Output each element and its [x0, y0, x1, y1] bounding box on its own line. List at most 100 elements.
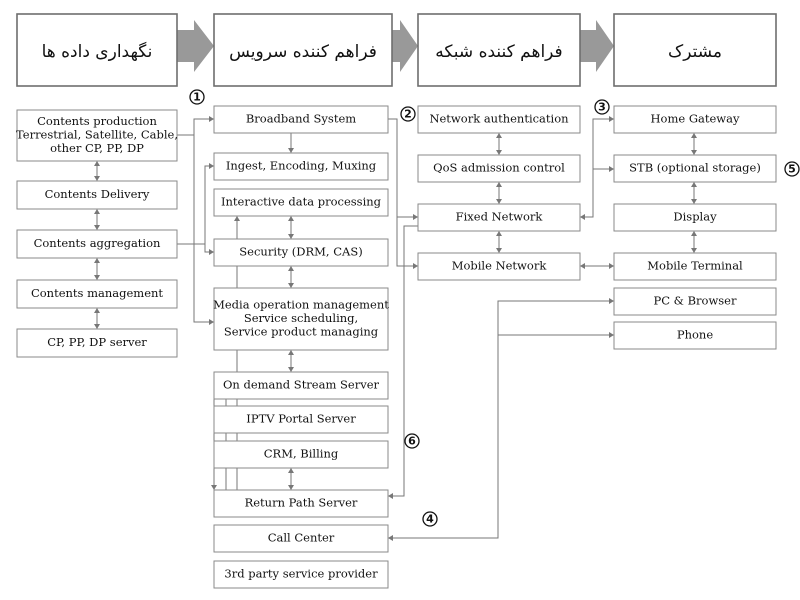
box-label: Ingest, Encoding, Muxing: [226, 159, 377, 173]
box-frame: [417, 105, 581, 134]
box-label: Call Center: [268, 531, 335, 545]
arrowhead: [496, 133, 502, 138]
box-ingest-encoding-muxing: Ingest, Encoding, Muxing: [213, 152, 389, 181]
marker-4: 4: [422, 511, 438, 527]
arrowhead: [209, 319, 214, 325]
box-frame: [613, 287, 777, 316]
box-label: Contents Delivery: [45, 187, 150, 201]
header-label: فراهم کننده شبکه: [435, 42, 562, 62]
box-broadband-system: Broadband System: [213, 105, 389, 134]
box-frame: [213, 440, 389, 469]
header-3: فراهم کننده شبکه: [417, 13, 581, 87]
arrowhead: [580, 263, 585, 269]
arrowhead: [288, 266, 294, 271]
box-cp-pp-dp-server: CP, PP, DP server: [16, 328, 178, 358]
box-display: Display: [613, 203, 777, 232]
arrowhead: [413, 263, 418, 269]
box-frame: [213, 188, 389, 217]
arrowhead: [94, 209, 100, 214]
marker-circle: [784, 161, 800, 177]
box-label: Media operation management: [213, 298, 389, 312]
box-label: Service product managing: [224, 325, 379, 339]
box-frame: [213, 405, 389, 434]
arrowhead: [388, 535, 393, 541]
arrowhead: [234, 216, 240, 221]
box-label: Interactive data processing: [221, 195, 382, 209]
box-label: Contents management: [31, 286, 163, 300]
box-frame: [613, 252, 777, 281]
box-mobile-terminal: Mobile Terminal: [613, 252, 777, 281]
box-label: Security (DRM, CAS): [239, 245, 362, 259]
box-frame: [213, 524, 389, 553]
header-4: مشترک: [613, 13, 777, 87]
marker-number: 4: [426, 513, 434, 526]
marker-number: 6: [408, 435, 416, 448]
box-frame: [213, 371, 389, 400]
box-label: Mobile Network: [452, 259, 548, 273]
arrowhead: [288, 283, 294, 288]
box-label: QoS admission control: [433, 161, 565, 175]
header-box: [16, 13, 178, 87]
conn-bus-ingest: [194, 165, 214, 245]
box-frame: [613, 154, 777, 183]
marker-5: 5: [784, 161, 800, 177]
arrowhead: [496, 150, 502, 155]
header-box: [417, 13, 581, 87]
box-crm-billing: CRM, Billing: [213, 440, 389, 469]
box-frame: [213, 560, 389, 589]
arrowhead: [288, 468, 294, 473]
flow-arrow-3: [579, 20, 614, 72]
box-frame: [417, 252, 581, 281]
box-frame: [613, 105, 777, 134]
box-frame: [16, 328, 178, 358]
arrowhead: [209, 116, 214, 122]
box-label: Display: [673, 210, 717, 224]
box-frame: [213, 287, 389, 351]
arrowhead: [388, 493, 393, 499]
arrowhead: [94, 258, 100, 263]
box-label: CP, PP, DP server: [47, 335, 147, 349]
arrowhead: [691, 248, 697, 253]
conn-fixed-gateway: [580, 118, 614, 218]
arrowheads: [94, 116, 697, 541]
conn-broadband-mobile: [396, 217, 418, 267]
arrowhead: [691, 231, 697, 236]
marker-circle: [594, 99, 610, 115]
header-1: نگهداری داده ها: [16, 13, 178, 87]
arrowhead: [288, 234, 294, 239]
arrowhead: [691, 199, 697, 204]
box-frame: [16, 180, 178, 210]
box-label: Mobile Terminal: [647, 259, 743, 273]
marker-number: 2: [404, 108, 412, 121]
box-pc-browser: PC & Browser: [613, 287, 777, 316]
box-frame: [213, 489, 389, 518]
arrowhead: [496, 182, 502, 187]
arrowhead: [211, 485, 217, 490]
box-home-gateway: Home Gateway: [613, 105, 777, 134]
box-label: STB (optional storage): [629, 161, 761, 175]
box-label: Return Path Server: [245, 496, 358, 510]
arrowhead: [94, 161, 100, 166]
box-frame: [613, 321, 777, 350]
arrowhead: [413, 214, 418, 220]
box-label: Contents production: [37, 114, 157, 128]
arrowhead: [609, 332, 614, 338]
arrowhead: [609, 166, 614, 172]
box-frame: [16, 229, 178, 259]
box-call-center: Call Center: [213, 524, 389, 553]
arrowhead: [94, 324, 100, 329]
header-2: فراهم کننده سرویس: [213, 13, 393, 87]
arrowhead: [496, 199, 502, 204]
box-interactive-data-processing: Interactive data processing: [213, 188, 389, 217]
connector-lines: [96, 118, 695, 539]
marker-2: 2: [400, 106, 416, 122]
arrowhead: [94, 225, 100, 230]
arrowhead: [609, 263, 614, 269]
header-label: فراهم کننده سرویس: [229, 42, 377, 62]
box-frame: [213, 152, 389, 181]
marker-6: 6: [404, 433, 420, 449]
